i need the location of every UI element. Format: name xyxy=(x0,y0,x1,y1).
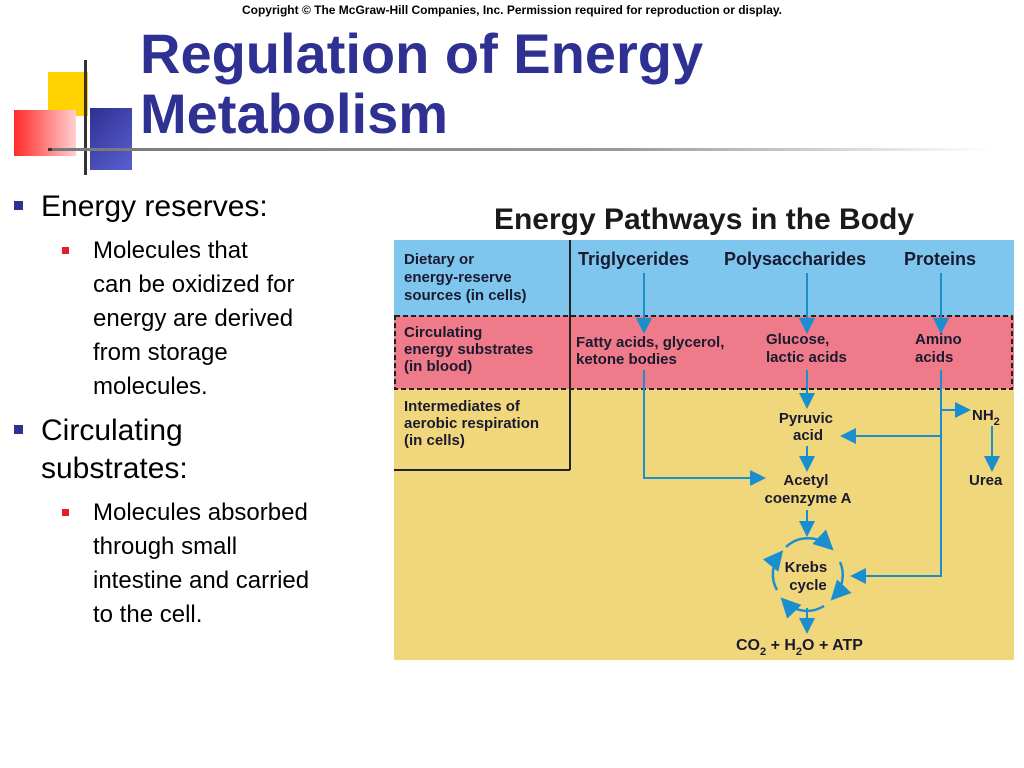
products-h-sub: 2 xyxy=(796,646,802,658)
row-label-circulating: Circulating energy substrates (in blood) xyxy=(404,324,537,375)
row-label-line: energy substrates xyxy=(404,341,533,358)
bullet-square-icon xyxy=(14,425,23,434)
source-triglycerides: Triglycerides xyxy=(578,249,689,269)
products-plus-h: + H xyxy=(766,637,796,654)
bullet-text: Energy reserves: xyxy=(41,190,268,223)
node-line: acid xyxy=(793,427,823,444)
krebs-cycle-arrows xyxy=(762,529,852,619)
node-pyruvic-acid: Pyruvic acid xyxy=(779,410,837,444)
energy-pathways-diagram: Energy Pathways in the Body Dietary or e… xyxy=(394,197,1014,660)
row-label-line: (in cells) xyxy=(404,432,465,449)
krebs-arc xyxy=(830,561,852,601)
node-nh2: NH2 xyxy=(972,407,1000,428)
bullet-square-icon xyxy=(14,201,23,210)
band-intermediates xyxy=(394,389,1014,660)
source-proteins: Proteins xyxy=(904,249,976,269)
krebs-arc xyxy=(785,529,834,551)
row-label-line: (in blood) xyxy=(404,358,472,375)
substrate-line: Amino xyxy=(915,331,962,348)
substrate-line: acids xyxy=(915,349,953,366)
node-line: coenzyme A xyxy=(765,490,852,507)
products-co-sub: 2 xyxy=(760,646,766,658)
substrate-fatty-acids: Fatty acids, glycerol, ketone bodies xyxy=(576,334,729,368)
bullet-energy-reserves: Energy reserves: xyxy=(14,188,374,226)
bullet-text: Circulating substrates: xyxy=(41,414,188,485)
title-line-1: Regulation of Energy xyxy=(140,22,704,85)
substrate-glucose: Glucose, lactic acids xyxy=(766,331,847,366)
node-line: Krebs xyxy=(785,559,828,576)
node-products: CO2 + H2O + ATP xyxy=(736,637,863,658)
copyright-notice: Copyright © The McGraw-Hill Companies, I… xyxy=(241,3,783,17)
source-polysaccharides: Polysaccharides xyxy=(724,249,866,269)
node-krebs-cycle: Krebs cycle xyxy=(785,559,832,594)
pathways-svg: Dietary or energy-reserve sources (in ce… xyxy=(394,240,1014,660)
products-co: CO xyxy=(736,637,760,654)
title-line-2: Metabolism xyxy=(140,82,449,145)
node-line: cycle xyxy=(789,577,827,594)
pathway-arrows xyxy=(636,273,1000,634)
circulating-outline xyxy=(394,315,1013,390)
slide-title: Regulation of Energy Metabolism xyxy=(140,24,1000,144)
products-rest: O + ATP xyxy=(802,637,863,654)
krebs-arc xyxy=(780,597,825,619)
node-line: Pyruvic xyxy=(779,410,833,427)
arrow-amino-to-krebs xyxy=(850,370,942,584)
row-label-sources: Dietary or energy-reserve sources (in ce… xyxy=(404,251,527,304)
bullet-circulating-substrates: Circulating substrates: xyxy=(14,412,374,488)
node-acetyl-coa: Acetyl coenzyme A xyxy=(765,472,852,507)
substrate-line: lactic acids xyxy=(766,349,847,366)
krebs-arc xyxy=(762,550,784,591)
substrate-line: ketone bodies xyxy=(576,351,677,368)
row-label-line: energy-reserve xyxy=(404,269,512,286)
row-label-line: Dietary or xyxy=(404,251,474,268)
band-circulating xyxy=(394,316,1014,389)
row-label-line: Intermediates of xyxy=(404,398,521,415)
row-label-line: Circulating xyxy=(404,324,482,341)
nh2-subscript: 2 xyxy=(994,416,1000,428)
substrate-amino-acids: Amino acids xyxy=(915,331,966,366)
row-label-line: sources (in cells) xyxy=(404,287,527,304)
node-line: Acetyl xyxy=(783,472,828,489)
bullet-list: Energy reserves: Molecules that can be o… xyxy=(14,188,374,640)
subbullet-square-icon xyxy=(62,509,69,516)
nh2-text: NH xyxy=(972,407,994,424)
subbullet-text: Molecules that can be oxidized for energ… xyxy=(93,237,295,400)
row-label-intermediates: Intermediates of aerobic respiration (in… xyxy=(404,398,543,449)
substrate-line: Fatty acids, glycerol, xyxy=(576,334,724,351)
row-label-line: aerobic respiration xyxy=(404,415,539,432)
title-divider xyxy=(52,148,992,151)
subbullet-square-icon xyxy=(62,247,69,254)
subbullet-molecules-absorbed: Molecules absorbed through small intesti… xyxy=(62,496,374,632)
substrate-line: Glucose, xyxy=(766,331,829,348)
node-urea: Urea xyxy=(969,472,1003,489)
arrow-fatty-to-acetyl xyxy=(643,370,766,486)
band-sources xyxy=(394,240,1014,316)
subbullet-molecules-oxidized: Molecules that can be oxidized for energ… xyxy=(62,234,374,404)
subbullet-text: Molecules absorbed through small intesti… xyxy=(93,499,310,628)
diagram-title: Energy Pathways in the Body xyxy=(493,203,915,236)
